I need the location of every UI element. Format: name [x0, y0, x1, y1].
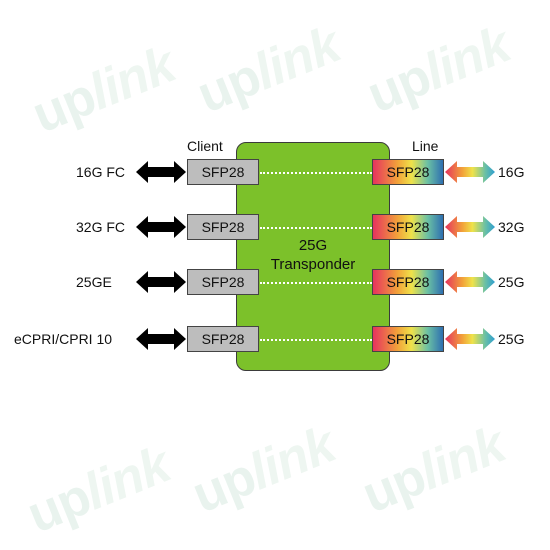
client-sfp28-module: SFP28	[187, 326, 259, 352]
client-signal-label: 32G FC	[76, 219, 126, 235]
signal-path-line	[260, 339, 372, 341]
line-sfp28-module: SFP28	[372, 214, 444, 240]
watermark-logo: uplink	[189, 15, 348, 125]
line-arrow-icon	[445, 328, 495, 350]
line-arrow-icon	[445, 161, 495, 183]
client-signal-label: 25GE	[76, 274, 112, 290]
board-title-line2: Transponder	[270, 256, 356, 273]
watermark-logo: uplink	[184, 415, 343, 525]
line-arrow-icon	[445, 216, 495, 238]
watermark-logo: uplink	[19, 435, 178, 545]
client-arrow-icon	[136, 161, 186, 183]
line-signal-label: 25G	[498, 331, 525, 347]
watermark-logo: uplink	[24, 35, 183, 145]
line-signal-label: 32G	[498, 219, 525, 235]
client-arrow-icon	[136, 216, 186, 238]
line-signal-label: 25G	[498, 274, 525, 290]
watermark-logo: uplink	[359, 15, 518, 125]
line-sfp28-module: SFP28	[372, 326, 444, 352]
client-signal-label: 16G FC	[76, 164, 126, 180]
client-sfp28-module: SFP28	[187, 159, 259, 185]
board-title-line1: 25G	[298, 237, 328, 254]
signal-path-line	[260, 227, 372, 229]
signal-path-line	[260, 282, 372, 284]
line-signal-label: 16G	[498, 164, 525, 180]
client-arrow-icon	[136, 328, 186, 350]
line-arrow-icon	[445, 271, 495, 293]
signal-path-line	[260, 172, 372, 174]
client-signal-label: eCPRI/CPRI 10	[14, 331, 113, 347]
line-sfp28-module: SFP28	[372, 269, 444, 295]
client-arrow-icon	[136, 271, 186, 293]
client-sfp28-module: SFP28	[187, 214, 259, 240]
line-sfp28-module: SFP28	[372, 159, 444, 185]
line-header: Line	[412, 138, 439, 154]
client-sfp28-module: SFP28	[187, 269, 259, 295]
watermark-logo: uplink	[354, 415, 513, 525]
transponder-board	[236, 142, 390, 371]
client-header: Client	[187, 138, 223, 154]
